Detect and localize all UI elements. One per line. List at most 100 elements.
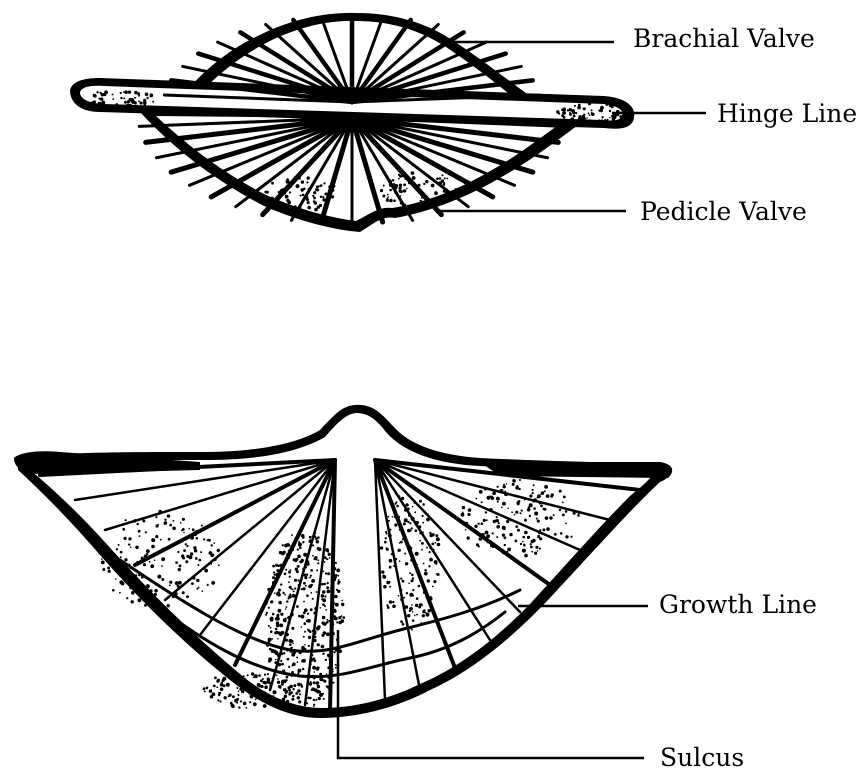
stipple-dot <box>308 645 310 647</box>
stipple-dot <box>298 700 301 703</box>
stipple-dot <box>174 542 176 544</box>
stipple-dot <box>146 601 149 604</box>
stipple-dot <box>167 604 170 607</box>
stipple-dot <box>338 621 341 624</box>
stipple-dot <box>422 614 425 617</box>
stipple-dot <box>238 706 240 708</box>
stipple-dot <box>381 570 384 573</box>
stipple-dot <box>407 521 409 523</box>
stipple-dot <box>293 558 296 561</box>
stipple-dot <box>305 196 309 200</box>
stipple-dot <box>522 536 525 539</box>
stipple-dot <box>512 479 516 483</box>
stipple-dot <box>203 687 206 690</box>
stipple-dot <box>341 600 343 602</box>
stipple-dot <box>253 702 257 706</box>
stipple-dot <box>318 547 322 551</box>
stipple-dot <box>156 524 159 527</box>
stipple-dot <box>577 514 580 517</box>
stipple-dot <box>141 558 144 561</box>
stipple-dot <box>409 610 411 612</box>
stipple-dot <box>533 498 537 502</box>
pedicle-valve-label: Pedicle Valve <box>640 197 807 226</box>
stipple-dot <box>131 600 134 603</box>
stipple-dot <box>273 690 277 694</box>
stipple-dot <box>323 679 326 682</box>
stipple-dot <box>330 587 332 589</box>
stipple-dot <box>250 695 254 699</box>
stipple-dot <box>485 531 489 535</box>
stipple-dot <box>532 489 534 491</box>
stipple-dot <box>443 190 446 193</box>
stipple-dot <box>422 610 425 613</box>
stipple-dot <box>322 196 324 198</box>
stipple-dot <box>529 515 531 517</box>
stipple-dot <box>323 698 325 700</box>
stipple-dot <box>264 191 267 194</box>
stipple-dot <box>273 201 277 205</box>
stipple-dot <box>442 174 444 176</box>
stipple-dot <box>468 508 472 512</box>
stipple-dot <box>201 525 203 527</box>
stipple-dot <box>301 559 304 562</box>
stipple-dot <box>328 659 330 661</box>
stipple-dot <box>589 119 591 121</box>
stipple-dot <box>388 520 390 522</box>
stipple-dot <box>280 701 282 703</box>
stipple-dot <box>286 178 289 181</box>
stipple-dot <box>299 547 302 550</box>
stipple-dot <box>306 707 309 710</box>
stipple-dot <box>288 557 290 559</box>
stipple-dot <box>321 583 324 586</box>
stipple-dot <box>298 543 302 547</box>
stipple-dot <box>519 479 521 481</box>
stipple-dot <box>218 694 220 696</box>
stipple-dot <box>278 663 281 666</box>
stipple-dot <box>305 566 307 568</box>
stipple-dot <box>297 549 299 551</box>
stipple-dot <box>588 112 590 114</box>
stipple-dot <box>101 101 105 105</box>
stipple-dot <box>294 587 296 589</box>
stipple-dot <box>123 97 125 99</box>
stipple-dot <box>562 108 566 112</box>
stipple-dot <box>433 580 436 583</box>
stipple-dot <box>284 695 287 698</box>
stipple-dot <box>333 651 335 653</box>
stipple-dot <box>400 195 402 197</box>
stipple-dot <box>296 605 299 608</box>
stipple-dot <box>609 117 611 119</box>
stipple-dot <box>112 589 115 592</box>
stipple-dot <box>411 527 413 529</box>
stipple-dot <box>567 109 569 111</box>
stipple-dot <box>487 542 489 544</box>
stipple-dot <box>527 508 531 512</box>
stipple-dot <box>409 547 413 551</box>
stipple-dot <box>385 537 387 539</box>
stipple-dot <box>333 602 336 605</box>
stipple-dot <box>438 198 441 201</box>
stipple-dot <box>333 615 336 618</box>
stipple-dot <box>524 554 528 558</box>
stipple-dot <box>143 103 146 106</box>
stipple-dot <box>481 522 484 525</box>
stipple-dot <box>335 664 337 666</box>
stipple-dot <box>321 598 323 600</box>
stipple-dot <box>243 675 245 677</box>
stipple-dot <box>317 666 320 669</box>
stipple-dot <box>507 548 511 552</box>
stipple-dot <box>419 603 421 605</box>
stipple-dot <box>312 544 314 546</box>
stipple-dot <box>328 185 331 188</box>
stipple-dot <box>507 508 509 510</box>
stipple-dot <box>432 549 434 551</box>
stipple-dot <box>409 593 413 597</box>
stipple-dot <box>268 701 270 703</box>
stipple-dot <box>490 544 494 548</box>
stipple-dot <box>314 532 316 534</box>
stipple-dot <box>277 638 279 640</box>
stipple-dot <box>103 93 106 96</box>
stipple-dot <box>428 599 430 601</box>
stipple-dot <box>495 520 497 522</box>
stipple-dot <box>546 527 550 531</box>
